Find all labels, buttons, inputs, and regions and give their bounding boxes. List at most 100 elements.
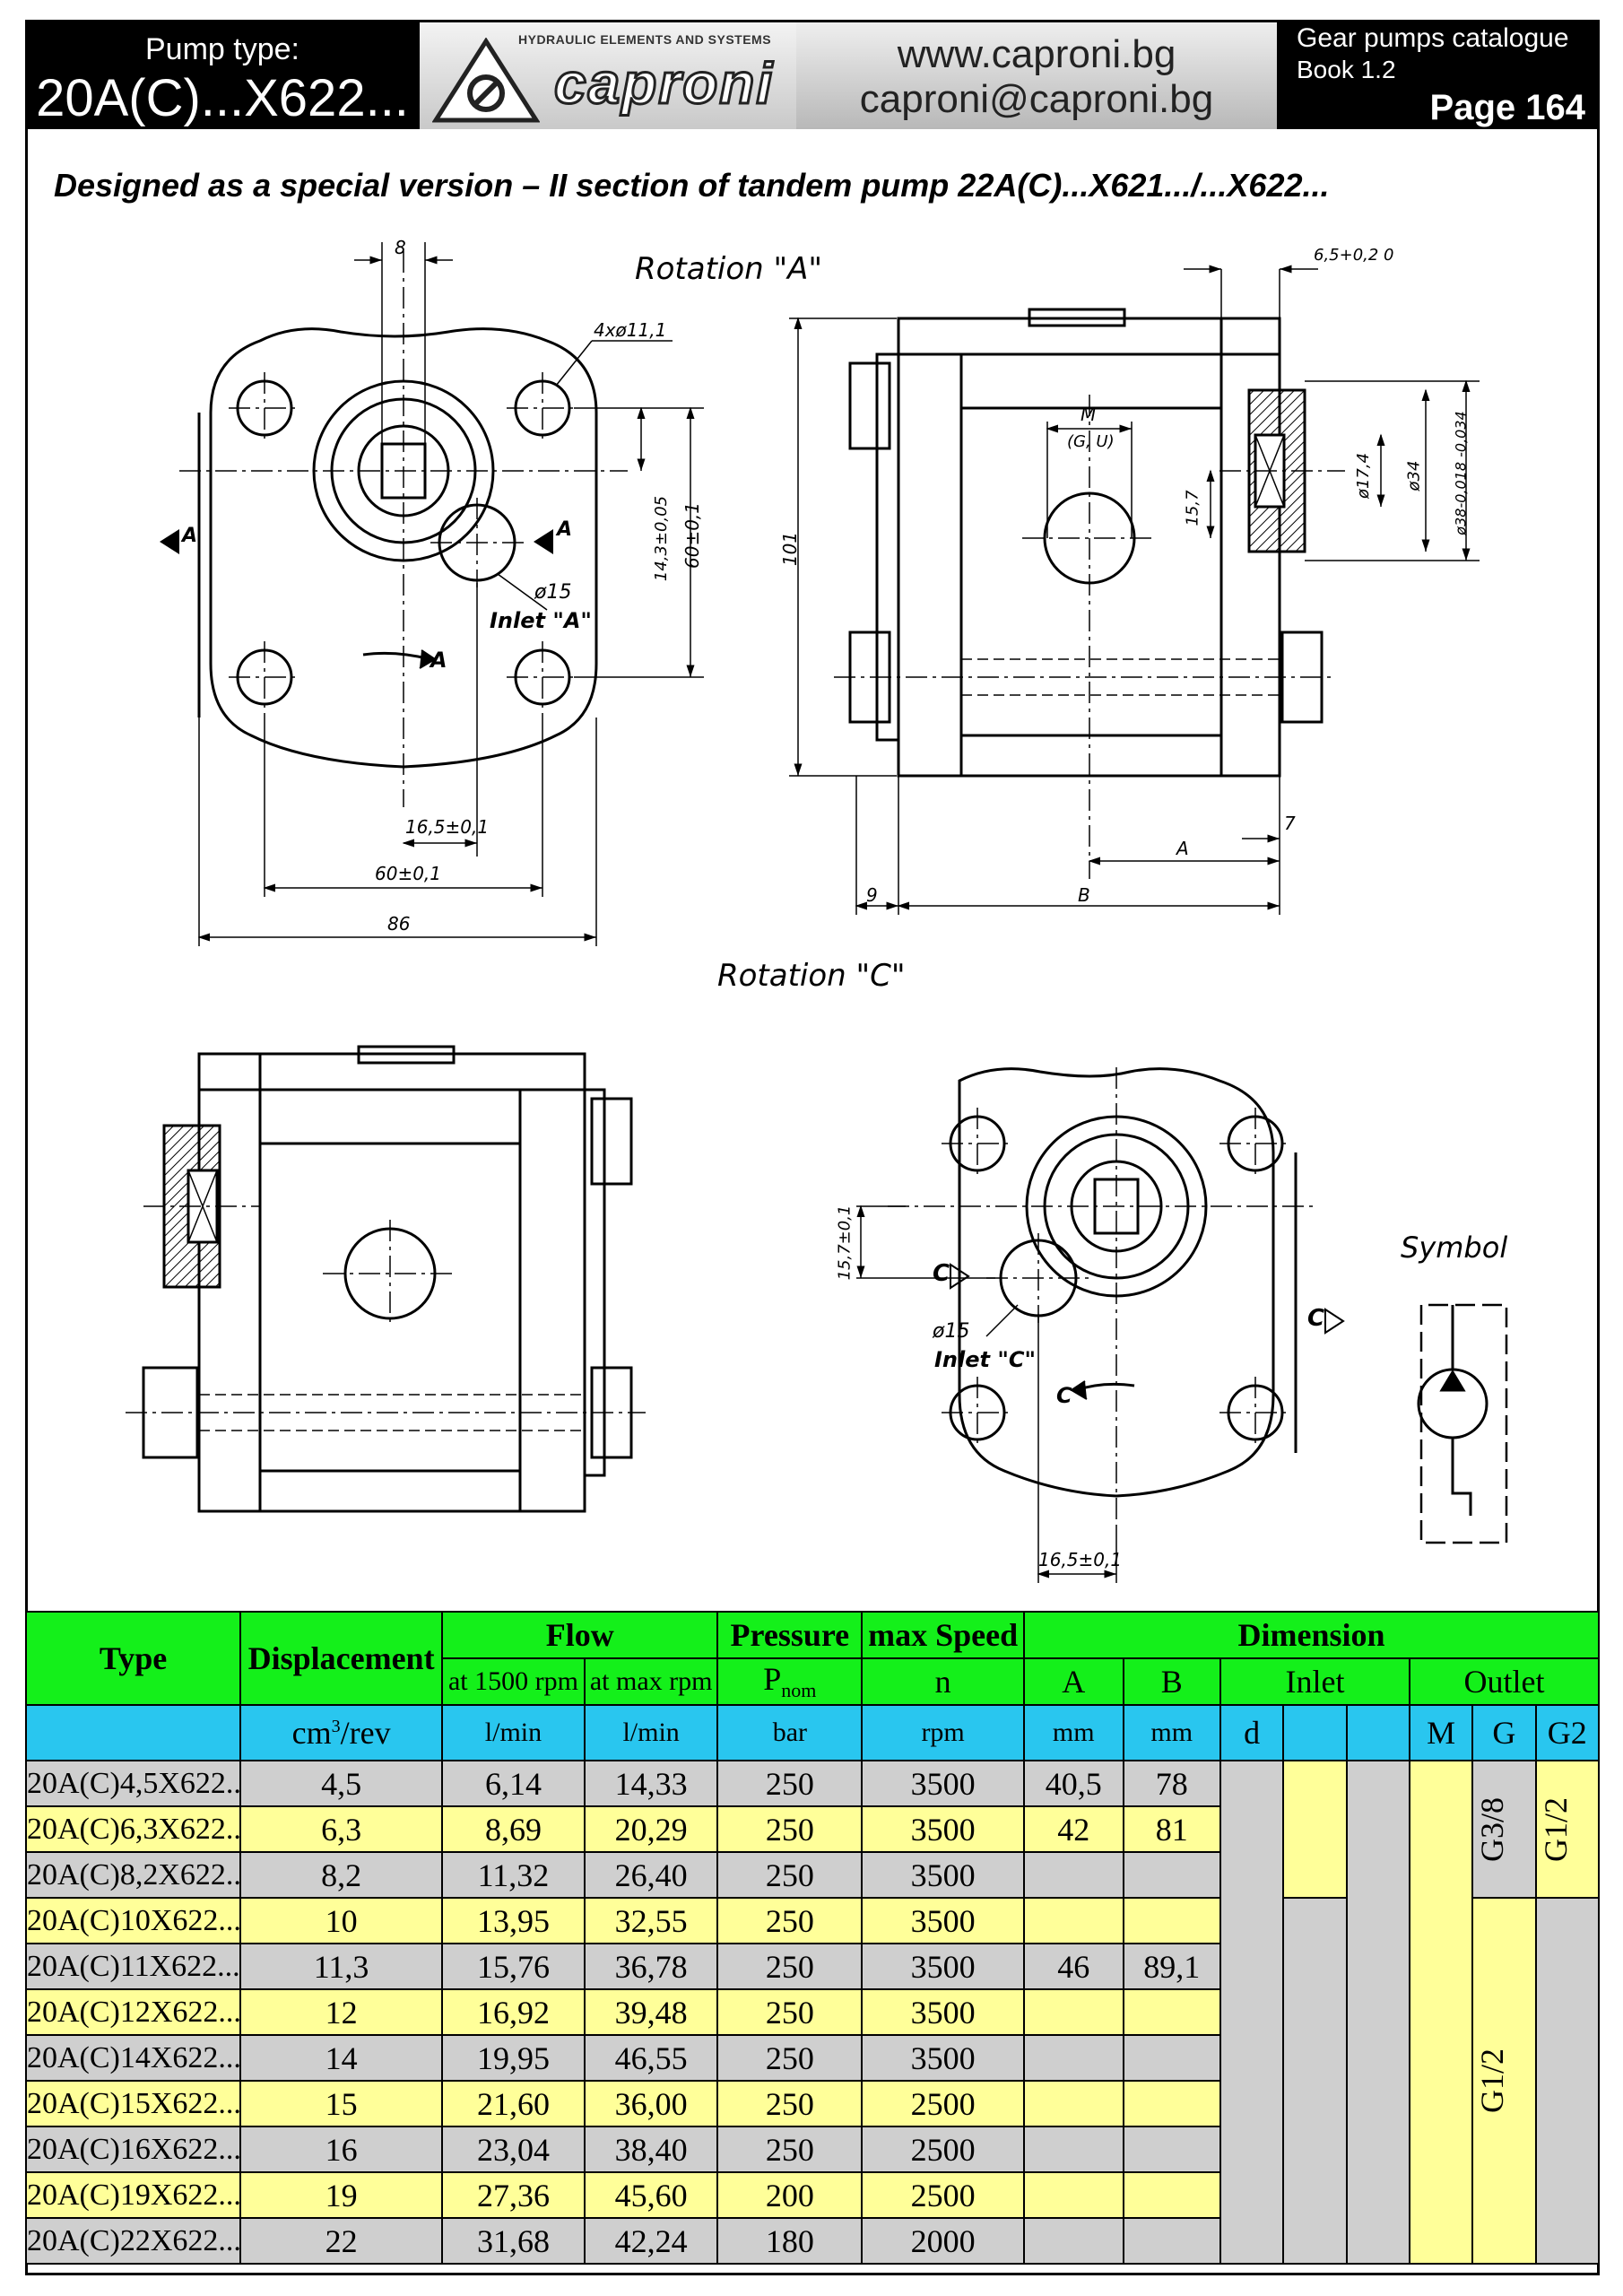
col-b: B (1122, 1657, 1222, 1706)
page-number: Page 164 (1429, 88, 1585, 127)
cell-qmax: 38,40 (583, 2126, 719, 2173)
cell-b (1122, 1851, 1222, 1899)
col-flow-max: at max rpm (583, 1657, 719, 1706)
page-subtitle: Designed as a special version – II secti… (54, 167, 1330, 204)
section-a-right: A (557, 518, 573, 541)
cell-disp: 15 (239, 2080, 444, 2127)
cell-outlet-m (1408, 1760, 1474, 2265)
unit-m: M (1408, 1704, 1474, 1761)
email-link[interactable]: caproni@caproni.bg (859, 77, 1214, 121)
cell-outlet-g-large: G1/2 (1471, 1897, 1537, 2265)
page-frame (25, 20, 1600, 2275)
unit-displacement: cm3/rev (239, 1704, 444, 1761)
cell-qmax: 36,00 (583, 2080, 719, 2127)
unit-inlet-2 (1282, 1704, 1348, 1761)
cell-type: 20A(C)19X622... (24, 2171, 242, 2219)
hydraulic-symbol (1417, 1303, 1508, 1544)
rotation-a-label: Rotation "A" (635, 251, 823, 287)
col-outlet: Outlet (1408, 1657, 1601, 1706)
cell-a (1023, 2034, 1124, 2082)
catalogue-box: Gear pumps catalogue Book 1.2 Page 164 (1277, 20, 1600, 129)
cell-p: 250 (716, 2080, 864, 2127)
unit-g2: G2 (1534, 1704, 1601, 1761)
cell-type: 20A(C)12X622... (24, 1988, 242, 2036)
cell-type: 20A(C)6,3X622... (24, 1805, 242, 1853)
cell-a: 40,5 (1023, 1760, 1124, 1807)
cell-outlet-g-small: G3/8 (1471, 1760, 1537, 1899)
pump-type-box: Pump type: 20A(C)...X622... (25, 20, 420, 129)
cell-disp: 14 (239, 2034, 444, 2082)
cell-b (1122, 2171, 1222, 2219)
cell-n: 2000 (861, 2217, 1026, 2265)
cell-qmax: 26,40 (583, 1851, 719, 1899)
unit-flow-max: l/min (583, 1704, 719, 1761)
cell-n: 3500 (861, 1760, 1026, 1807)
dim-34: ø34 (1404, 460, 1424, 491)
cell-inlet-large (1282, 1897, 1348, 2265)
cell-b (1122, 1988, 1222, 2036)
cell-disp: 8,2 (239, 1851, 444, 1899)
table-row: 20A(C)4,5X622... 4,5 6,14 14,33 250 3500… (24, 1760, 1601, 2265)
cell-p: 250 (716, 2034, 864, 2082)
technical-drawing (126, 242, 1508, 1583)
side-view-a (789, 265, 1480, 915)
dim-65: 6,5+0,2 0 (1314, 246, 1394, 265)
unit-inlet-3 (1345, 1704, 1410, 1761)
cell-p: 250 (716, 1988, 864, 2036)
inlet-a-label: Inlet "A" (490, 608, 592, 633)
website-link[interactable]: www.caproni.bg (897, 32, 1176, 76)
dim-9: 9 (866, 884, 878, 906)
cell-q1500: 13,95 (441, 1897, 586, 1944)
cell-a (1023, 2080, 1124, 2127)
cell-a (1023, 1851, 1124, 1899)
cell-disp: 4,5 (239, 1760, 444, 1807)
dim-174: ø17,4 (1354, 452, 1374, 500)
cell-inlet-d (1219, 1760, 1285, 2265)
cell-type: 20A(C)16X622... (24, 2126, 242, 2173)
rotation-arrow-c-label: C (1056, 1383, 1072, 1408)
cell-type: 20A(C)4,5X622... (24, 1760, 242, 1807)
rotation-c-label: Rotation "C" (717, 958, 906, 994)
cell-n: 3500 (861, 2034, 1026, 2082)
unit-b: mm (1122, 1704, 1222, 1761)
cell-a (1023, 1897, 1124, 1944)
cell-type: 20A(C)22X622... (24, 2217, 242, 2265)
catalogue-book: Book 1.2 (1297, 56, 1396, 83)
cell-qmax: 36,78 (583, 1943, 719, 1990)
cell-n: 3500 (861, 1851, 1026, 1899)
dim-b: B (1078, 884, 1090, 906)
cell-b (1122, 1897, 1222, 1944)
col-dimension: Dimension (1023, 1611, 1600, 1659)
dim-60h: 60±0,1 (375, 863, 442, 884)
dim-165-c: 16,5±0,1 (1038, 1549, 1123, 1570)
cell-p: 250 (716, 1851, 864, 1899)
front-view-a (160, 242, 704, 946)
cell-type: 20A(C)8,2X622... (24, 1851, 242, 1899)
cell-disp: 22 (239, 2217, 444, 2265)
cell-a (1023, 2171, 1124, 2219)
cell-qmax: 39,48 (583, 1988, 719, 2036)
cell-inlet-small (1282, 1760, 1348, 1899)
cell-disp: 19 (239, 2171, 444, 2219)
drawing-labels: Rotation "A" Rotation "C" Symbol 8 4xø11… (182, 237, 1507, 1570)
front-view-c (856, 1067, 1345, 1583)
contact-box: www.caproni.bg caproni@caproni.bg (796, 20, 1277, 129)
dim-60v: 60±0,1 (681, 501, 704, 570)
cell-qmax: 20,29 (583, 1805, 719, 1853)
cell-b: 89,1 (1122, 1943, 1222, 1990)
cell-qmax: 32,55 (583, 1897, 719, 1944)
cell-p: 250 (716, 1943, 864, 1990)
section-c-left: C (933, 1260, 950, 1287)
cell-p: 250 (716, 1760, 864, 1807)
cell-disp: 6,3 (239, 1805, 444, 1853)
cell-q1500: 31,68 (441, 2217, 586, 2265)
cell-n: 3500 (861, 1943, 1026, 1990)
port-m-label: M (1081, 404, 1097, 425)
catalogue-title: Gear pumps catalogue (1297, 23, 1569, 53)
caproni-logo-icon (432, 38, 540, 123)
cell-n: 2500 (861, 2080, 1026, 2127)
cell-n: 3500 (861, 1988, 1026, 2036)
cell-type: 20A(C)14X622... (24, 2034, 242, 2082)
cell-a (1023, 2126, 1124, 2173)
col-type: Type (24, 1611, 242, 1706)
